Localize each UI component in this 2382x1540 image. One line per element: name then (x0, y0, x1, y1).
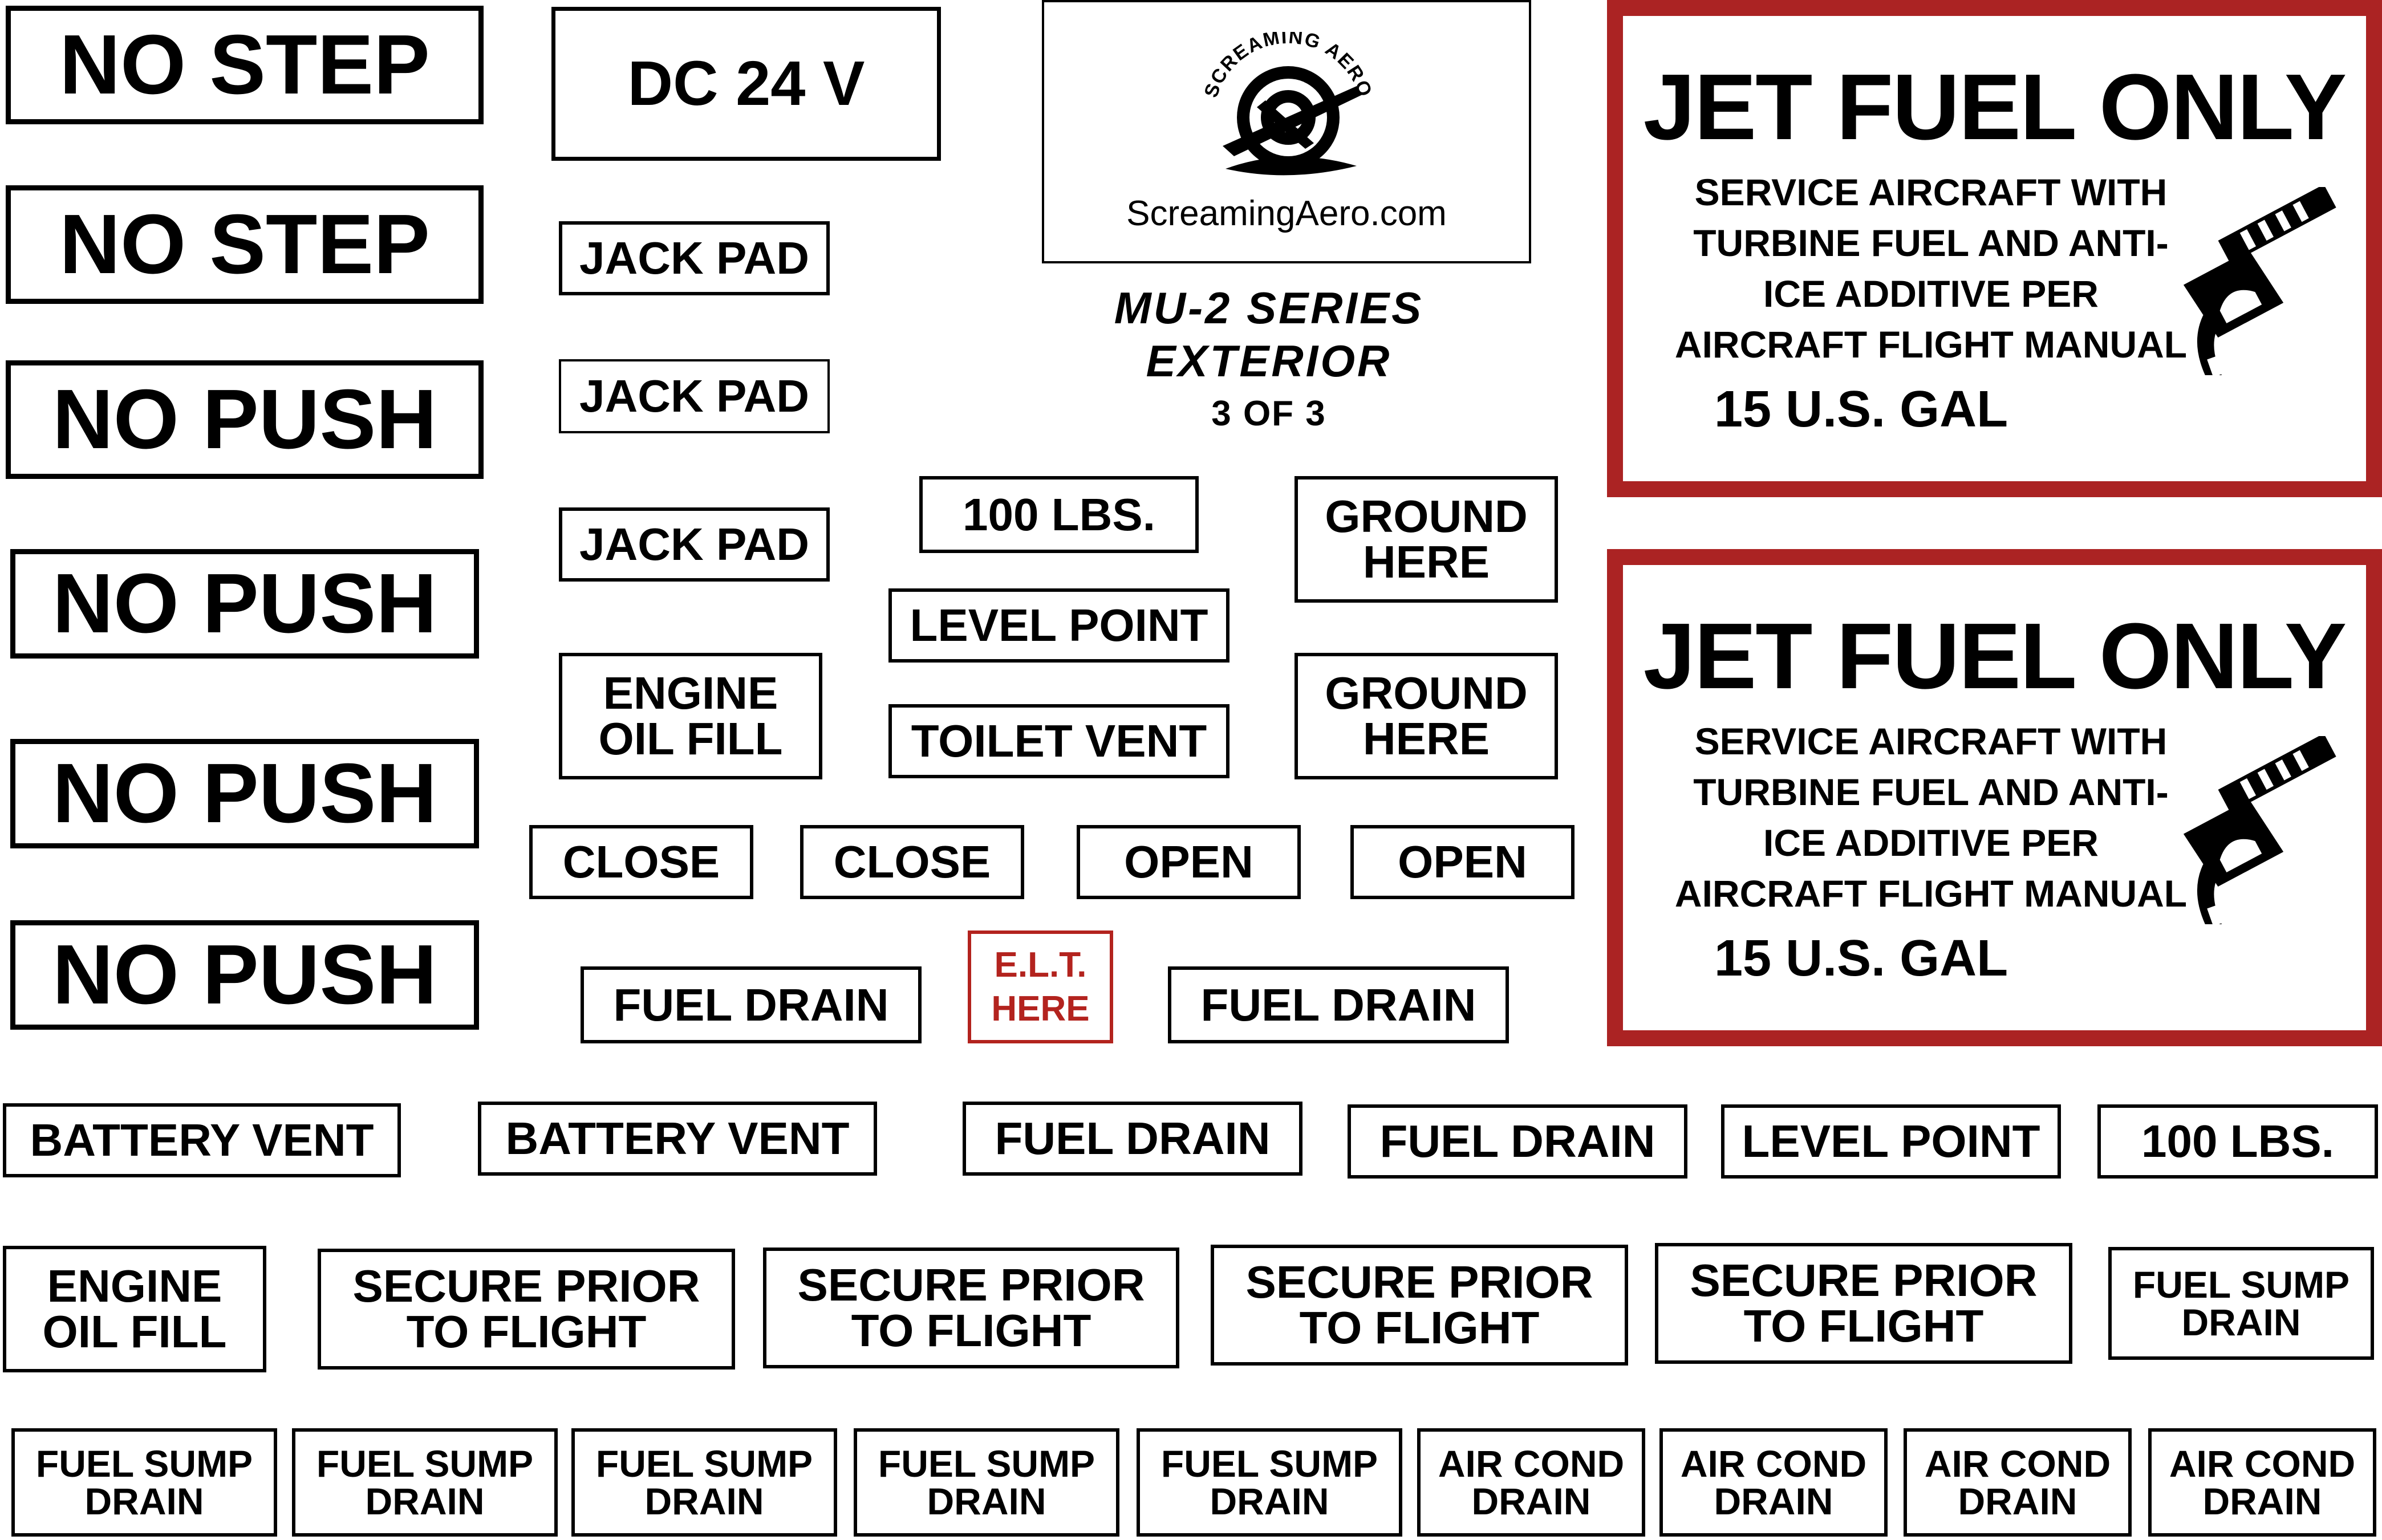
battery-vent-label: BATTERY VENT (3, 1103, 401, 1177)
engine-oil-fill-label: ENGINE OIL FILL (3, 1246, 266, 1372)
screaming-aero-logo: SCREAMING AERO (1200, 32, 1375, 176)
no-push-label: NO PUSH (6, 360, 484, 479)
no-push-label: NO PUSH (10, 739, 479, 848)
jet-fuel-placard: JET FUEL ONLY SERVICE AIRCRAFT WITH TURB… (1607, 0, 2382, 497)
fuel-drain-label: FUEL DRAIN (1168, 966, 1509, 1043)
jet-fuel-instructions: SERVICE AIRCRAFT WITH TURBINE FUEL AND A… (1674, 171, 2188, 365)
fuel-drain-label: FUEL DRAIN (581, 966, 922, 1043)
open-label: OPEN (1077, 825, 1301, 899)
weight-100-lbs-label: 100 LBS. (919, 476, 1199, 553)
no-step-label: NO STEP (6, 185, 484, 304)
secure-prior-to-flight-label: SECURE PRIOR TO FLIGHT (763, 1248, 1179, 1368)
fuel-sump-drain-label: FUEL SUMP DRAIN (1137, 1428, 1402, 1537)
open-label: OPEN (1350, 825, 1575, 899)
jet-fuel-capacity: 15 U.S. GAL (1714, 930, 2008, 987)
jack-pad-label: JACK PAD (559, 359, 830, 433)
sheet-page-number: 3 OF 3 (1211, 394, 1326, 433)
jet-fuel-placard: JET FUEL ONLY SERVICE AIRCRAFT WITH TURB… (1607, 549, 2382, 1046)
elt-here-label: E.L.T. HERE (968, 930, 1113, 1043)
fuel-drain-label: FUEL DRAIN (1348, 1104, 1687, 1179)
secure-prior-to-flight-label: SECURE PRIOR TO FLIGHT (318, 1249, 735, 1370)
website-text: ScreamingAero.com (1126, 194, 1447, 233)
ground-here-label: GROUND HERE (1295, 653, 1558, 779)
level-point-label: LEVEL POINT (1721, 1104, 2061, 1179)
air-cond-drain-label: AIR COND DRAIN (1659, 1428, 1888, 1537)
fuel-sump-drain-label: FUEL SUMP DRAIN (571, 1428, 837, 1537)
secure-prior-to-flight-label: SECURE PRIOR TO FLIGHT (1655, 1243, 2072, 1364)
air-cond-drain-label: AIR COND DRAIN (2148, 1428, 2376, 1537)
toilet-vent-label: TOILET VENT (888, 704, 1229, 778)
fuel-sump-drain-label: FUEL SUMP DRAIN (854, 1428, 1119, 1537)
fuel-sump-drain-label: FUEL SUMP DRAIN (2108, 1247, 2374, 1360)
air-cond-drain-label: AIR COND DRAIN (1904, 1428, 2132, 1537)
close-label: CLOSE (800, 825, 1024, 899)
sheet-title-line2: EXTERIOR (1146, 336, 1392, 386)
dc-24v-label: DC 24 V (551, 7, 941, 161)
jet-fuel-capacity: 15 U.S. GAL (1714, 381, 2008, 438)
level-point-label: LEVEL POINT (888, 588, 1229, 663)
jack-pad-label: JACK PAD (559, 221, 830, 295)
battery-vent-label: BATTERY VENT (478, 1102, 877, 1176)
close-label: CLOSE (529, 825, 753, 899)
fuel-sump-drain-label: FUEL SUMP DRAIN (292, 1428, 558, 1537)
fuel-nozzle-icon (2183, 736, 2336, 924)
jet-fuel-title: JET FUEL ONLY (1643, 604, 2347, 708)
weight-100-lbs-label: 100 LBS. (2097, 1104, 2378, 1179)
engine-oil-fill-label: ENGINE OIL FILL (559, 653, 822, 779)
fuel-drain-label: FUEL DRAIN (963, 1102, 1302, 1176)
no-push-label: NO PUSH (10, 549, 479, 659)
fuel-nozzle-icon (2183, 187, 2336, 375)
brand-logo-panel: SCREAMING AERO ScreamingAero.com (1042, 0, 1531, 263)
jack-pad-label: JACK PAD (559, 507, 830, 582)
ground-here-label: GROUND HERE (1295, 476, 1558, 603)
jet-fuel-instructions: SERVICE AIRCRAFT WITH TURBINE FUEL AND A… (1674, 720, 2188, 915)
fuel-sump-drain-label: FUEL SUMP DRAIN (11, 1428, 277, 1537)
jet-fuel-title: JET FUEL ONLY (1643, 55, 2347, 159)
air-cond-drain-label: AIR COND DRAIN (1417, 1428, 1645, 1537)
secure-prior-to-flight-label: SECURE PRIOR TO FLIGHT (1211, 1245, 1628, 1366)
no-step-label: NO STEP (6, 6, 484, 124)
no-push-label: NO PUSH (10, 920, 479, 1030)
sheet-title-line1: MU-2 SERIES (1114, 283, 1424, 333)
